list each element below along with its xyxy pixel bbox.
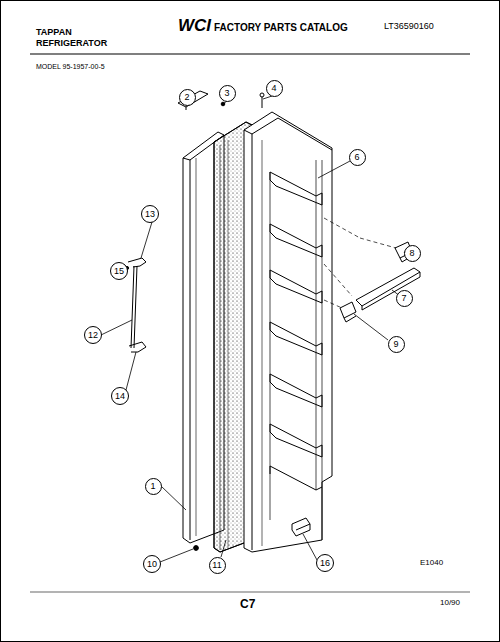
callout-circle: 6 [349,149,366,166]
brand-name: TAPPAN [36,28,72,38]
callout-circle: 14 [111,387,129,405]
model-number: MODEL 95-1957-00-5 [36,63,105,71]
callout-number: 4 [271,84,276,93]
callout-number: 16 [320,559,330,568]
callout-circle: 1 [145,478,162,495]
callout-circle: 15 [110,262,128,280]
callout-number: 15 [114,267,124,276]
callout-circle: 10 [143,555,161,573]
callout-circle: 9 [388,336,405,353]
callout-circle: 11 [209,557,226,574]
callout-number: 14 [115,392,125,401]
callout-number: 9 [393,340,398,349]
callout-number: 1 [150,482,155,491]
callout-circle: 16 [316,554,334,572]
date-code: 10/90 [440,599,460,608]
catalog-heading: FACTORY PARTS CATALOG [214,22,348,33]
logo: WCI [178,17,211,36]
callout-number: 11 [212,561,221,570]
page-number: C7 [240,598,255,611]
callout-number: 2 [184,93,189,102]
callout-number: 13 [145,210,155,219]
callout-circle: 8 [404,245,421,262]
callout-circle: 7 [396,290,413,307]
product-type: REFRIGERATOR [36,39,107,49]
callout-number: 12 [88,331,98,340]
callout-number: 7 [401,294,406,303]
catalog-number: LT36590160 [384,22,434,32]
figure-code: E1040 [420,559,443,568]
callout-number: 10 [147,560,157,569]
callout-circle: 2 [179,89,196,106]
callout-circle: 4 [266,80,283,97]
callout-number: 3 [224,89,229,98]
callout-number: 8 [409,249,414,258]
callout-circle: 12 [84,326,102,344]
callout-circle: 3 [219,85,236,102]
callout-number: 6 [354,153,359,162]
callout-circle: 13 [141,205,159,223]
